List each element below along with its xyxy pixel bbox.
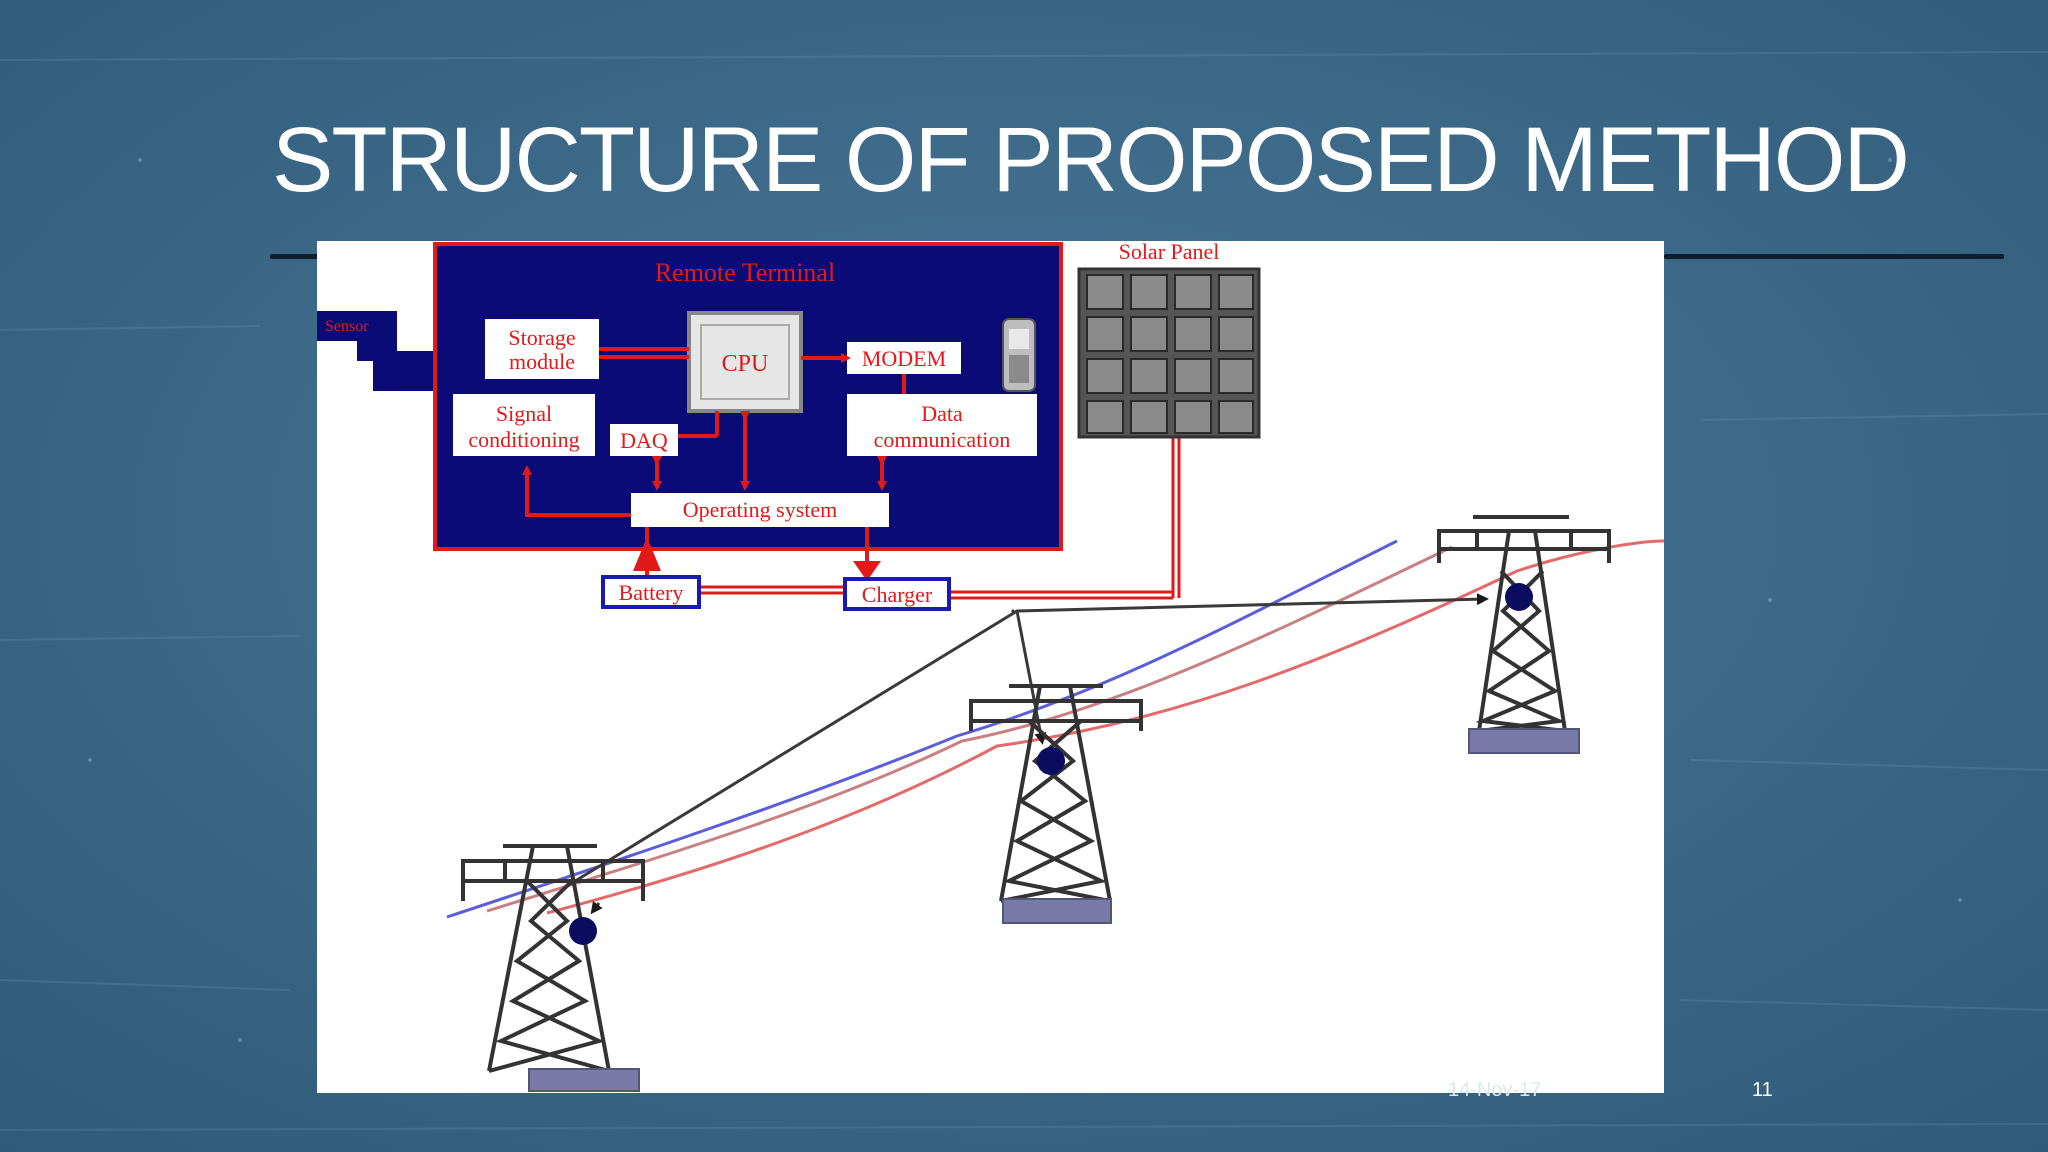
storage-module-line-2: module <box>509 349 575 374</box>
daq-label: DAQ <box>620 428 668 453</box>
cpu-block: CPU <box>687 311 803 413</box>
power-connectors <box>633 437 1181 600</box>
signal-conditioning-block: Signal conditioning <box>453 394 595 456</box>
sensor-label: Sensor <box>325 318 369 335</box>
modem-label: MODEM <box>862 346 946 371</box>
transmission-tower-middle <box>969 684 1143 924</box>
transmission-tower-left <box>461 844 645 1092</box>
battery-label: Battery <box>619 580 684 605</box>
solar-panel: Solar Panel <box>1077 241 1261 439</box>
storage-module-block: Storage module <box>485 319 599 379</box>
operating-system-block: Operating system <box>631 493 889 527</box>
slide-page-number: 11 <box>1752 1079 1773 1101</box>
slide-title: STRUCTURE OF PROPOSED METHOD <box>272 109 1910 211</box>
slide-date: 14-Nov-17 <box>1448 1079 1542 1101</box>
mobile-phone-icon <box>1002 318 1036 392</box>
charger-label: Charger <box>862 582 933 607</box>
data-communication-block: Data communication <box>847 394 1037 456</box>
title-underline-left <box>270 254 330 259</box>
terminal-connectors <box>522 347 906 517</box>
structure-diagram: Sensor Remote Terminal Storage module CP… <box>317 241 1664 1093</box>
diagram-canvas: Sensor Remote Terminal Storage module CP… <box>317 241 1664 1092</box>
solar-panel-label: Solar Panel <box>1119 241 1220 264</box>
transmission-tower-right <box>1437 515 1611 754</box>
title-underline-right <box>1664 254 2004 259</box>
daq-block: DAQ <box>610 424 678 456</box>
charger-block: Charger <box>843 577 951 611</box>
modem-block: MODEM <box>847 342 961 374</box>
sensor-block: Sensor <box>317 311 437 391</box>
signal-conditioning-line-2: conditioning <box>468 427 579 452</box>
storage-module-line-1: Storage <box>508 325 575 350</box>
operating-system-label: Operating system <box>683 497 838 522</box>
remote-terminal-title: Remote Terminal <box>655 258 835 287</box>
data-communication-line-2: communication <box>874 427 1011 452</box>
data-communication-line-1: Data <box>921 401 963 426</box>
battery-block: Battery <box>601 575 701 609</box>
signal-conditioning-line-1: Signal <box>496 401 552 426</box>
cpu-label: CPU <box>722 351 769 377</box>
